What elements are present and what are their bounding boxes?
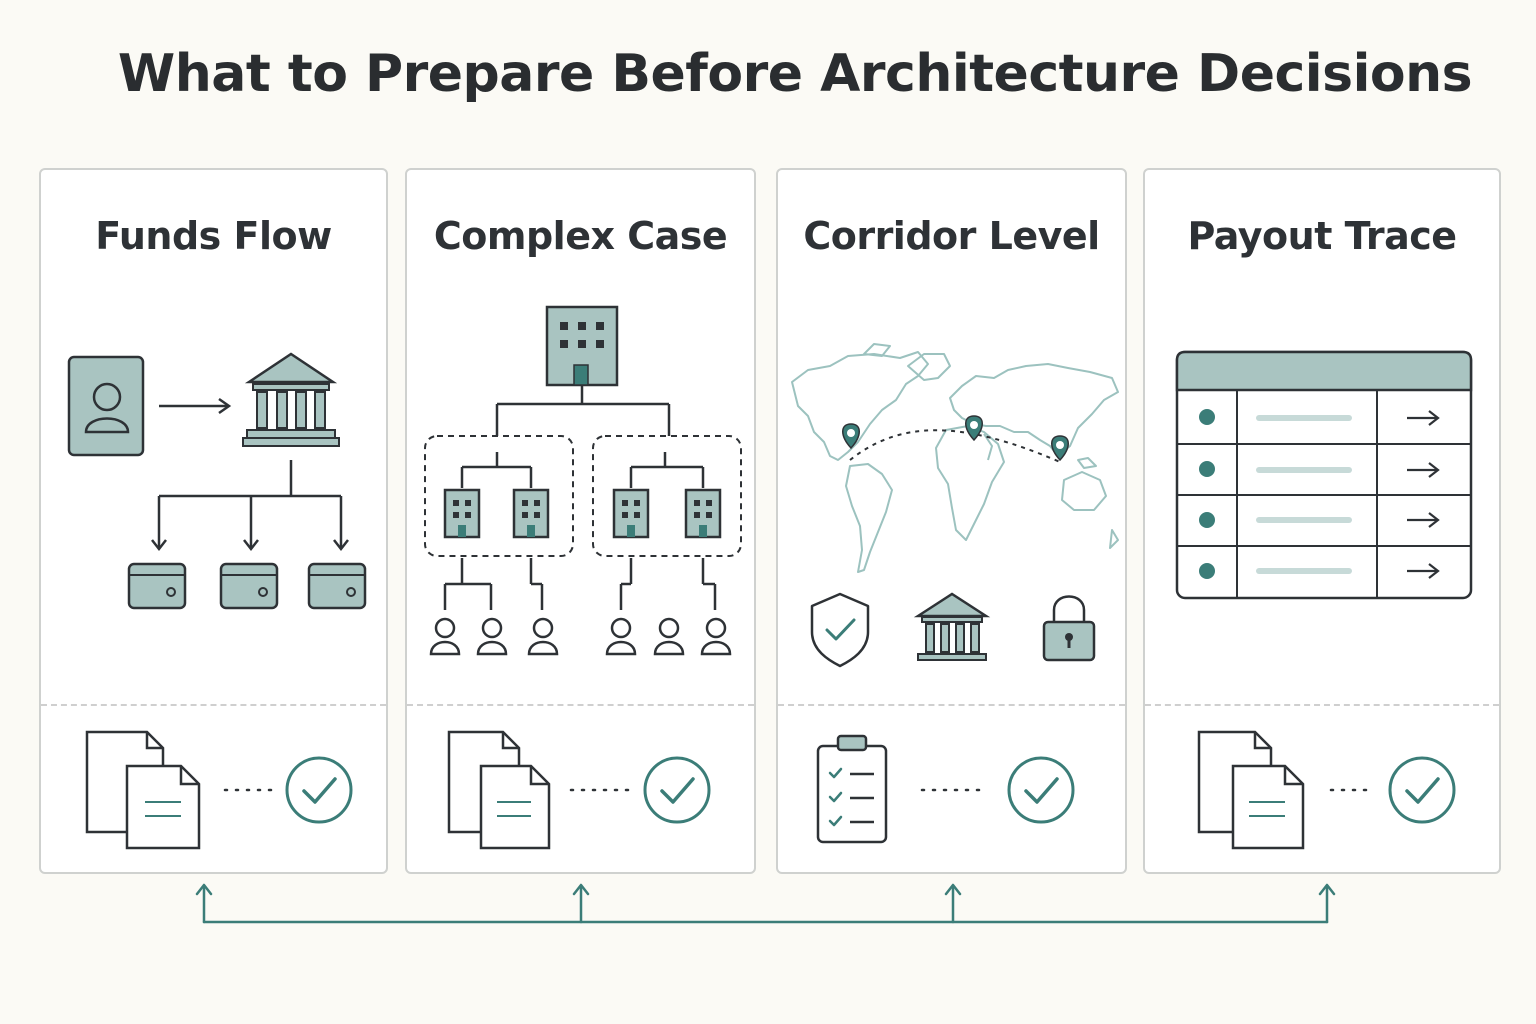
check-circle-icon — [1007, 756, 1075, 824]
check-circle-icon — [643, 756, 711, 824]
shield-check-icon — [810, 592, 870, 668]
padlock-icon — [1042, 595, 1096, 662]
panel-funds-flow: Funds Flow — [39, 168, 388, 874]
building-icon — [512, 488, 550, 539]
funds-flow-illustration — [67, 352, 367, 850]
building-icon — [545, 305, 619, 387]
location-pin-icon — [965, 415, 983, 442]
documents-icon — [85, 730, 201, 850]
person-icon — [527, 617, 559, 656]
org-tree — [495, 385, 671, 436]
arrow-right-icon — [1407, 410, 1440, 426]
world-map — [791, 343, 1119, 573]
arrow-right-icon — [1407, 512, 1440, 528]
person-icon — [605, 617, 637, 656]
location-pin-icon — [1051, 435, 1069, 462]
user-card-icon — [67, 355, 145, 457]
panel-divider — [1145, 704, 1499, 706]
documents-icon — [447, 730, 551, 850]
dashed-group — [592, 435, 742, 557]
arrow-right-icon — [159, 397, 232, 415]
panel-divider — [41, 704, 386, 706]
corridor-level-illustration — [791, 343, 1119, 844]
dot-icon — [1199, 563, 1215, 579]
dot-icon — [1199, 461, 1215, 477]
table-row — [1199, 563, 1440, 579]
dashed-group — [424, 435, 574, 557]
wallet-icon — [307, 562, 367, 610]
corridor-route — [849, 429, 1061, 463]
table-icon — [1175, 350, 1473, 600]
panel-title: Corridor Level — [803, 214, 1100, 258]
complex-case-illustration — [424, 305, 742, 850]
wallet-icon — [127, 562, 187, 610]
panel-title: Complex Case — [433, 214, 728, 258]
building-icon — [443, 488, 481, 539]
panel-divider — [407, 704, 754, 706]
check-circle-icon — [1388, 756, 1456, 824]
person-icon — [429, 617, 461, 656]
bank-icon — [913, 592, 991, 661]
table-row — [1199, 512, 1440, 528]
distribution-tree — [151, 460, 349, 552]
dot-icon — [1199, 512, 1215, 528]
panel-complex-case: Complex Case — [405, 168, 756, 874]
page-title: What to Prepare Before Architecture Deci… — [117, 44, 1473, 104]
wallet-icon — [219, 562, 279, 610]
location-pin-icon — [842, 423, 860, 450]
check-circle-icon — [285, 756, 353, 824]
people-tree — [443, 558, 717, 610]
building-icon — [684, 488, 722, 539]
panel-title: Payout Trace — [1187, 214, 1457, 258]
building-icon — [612, 488, 650, 539]
person-icon — [653, 617, 685, 656]
panel-title: Funds Flow — [95, 214, 332, 258]
payout-trace-illustration — [1175, 350, 1473, 850]
person-icon — [700, 617, 732, 656]
panel-corridor-level: Corridor Level — [776, 168, 1127, 874]
arrow-right-icon — [1407, 563, 1440, 579]
person-icon — [476, 617, 508, 656]
documents-icon — [1197, 730, 1305, 850]
arrow-right-icon — [1407, 462, 1440, 478]
panel-payout-trace: Payout Trace — [1143, 168, 1501, 874]
bank-icon — [242, 352, 340, 447]
panel-divider — [778, 704, 1125, 706]
group-tree — [460, 452, 705, 488]
table-row — [1199, 409, 1440, 426]
table-row — [1199, 461, 1440, 478]
clipboard-checklist-icon — [816, 734, 888, 844]
dot-icon — [1199, 409, 1215, 425]
